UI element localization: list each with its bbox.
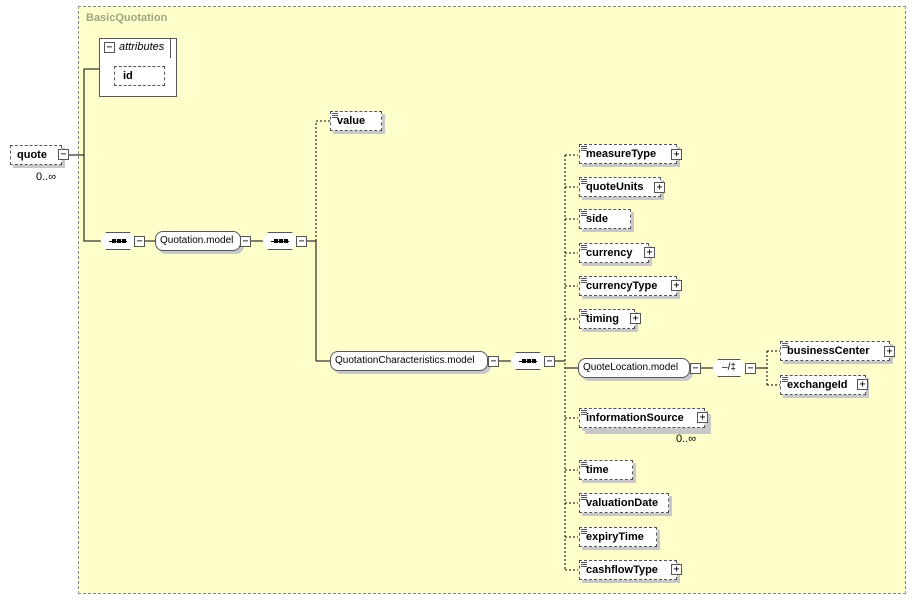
- content-lines-icon: [581, 410, 587, 415]
- content-lines-icon: [332, 113, 338, 118]
- sequence-dot: [532, 359, 536, 363]
- element-expiry-time[interactable]: expiryTime: [579, 527, 657, 547]
- sequence-dot: [522, 359, 526, 363]
- content-lines-icon: [581, 462, 587, 467]
- element-valuation-date[interactable]: valuationDate: [579, 493, 669, 513]
- collapse-icon[interactable]: −: [296, 236, 307, 247]
- element-information-source[interactable]: informationSource: [579, 408, 705, 428]
- sequence-compositor[interactable]: [100, 232, 136, 250]
- attribute-id[interactable]: id: [114, 66, 165, 86]
- element-cashflow-type[interactable]: cashflowType: [579, 560, 677, 580]
- collapse-icon[interactable]: −: [745, 363, 756, 374]
- element-label: value: [337, 115, 366, 127]
- expand-icon[interactable]: +: [671, 149, 682, 160]
- content-lines-icon: [581, 562, 587, 567]
- sequence-dot: [122, 239, 126, 243]
- element-label: businessCenter: [787, 345, 870, 357]
- element-label: quote: [17, 149, 47, 161]
- element-value[interactable]: value: [330, 111, 382, 131]
- collapse-icon[interactable]: −: [544, 356, 555, 367]
- expand-icon[interactable]: +: [884, 346, 895, 357]
- collapse-icon[interactable]: −: [488, 356, 499, 367]
- element-label: currencyType: [586, 280, 658, 292]
- element-label: quoteUnits: [586, 181, 644, 193]
- basic-quotation-group: [78, 6, 906, 594]
- element-time[interactable]: time: [579, 460, 633, 480]
- element-exchange-id[interactable]: exchangeId: [780, 375, 866, 395]
- occurrence-label: 0..∞: [676, 433, 697, 445]
- attributes-label: attributes: [119, 41, 165, 53]
- element-label: expiryTime: [586, 531, 644, 543]
- expand-icon[interactable]: +: [671, 280, 682, 291]
- element-label: timing: [586, 313, 619, 325]
- expand-icon[interactable]: +: [630, 313, 641, 324]
- sequence-compositor[interactable]: [262, 232, 298, 250]
- element-label: currency: [586, 247, 633, 259]
- content-lines-icon: [581, 146, 587, 151]
- collapse-icon[interactable]: −: [690, 363, 701, 374]
- element-quote-units[interactable]: quoteUnits: [579, 177, 661, 197]
- group-title: BasicQuotation: [86, 12, 168, 24]
- element-quote[interactable]: quote: [10, 145, 62, 165]
- expand-icon[interactable]: +: [697, 412, 708, 423]
- element-measure-type[interactable]: measureType: [579, 144, 677, 164]
- element-business-center[interactable]: businessCenter: [780, 341, 890, 361]
- element-label: side: [586, 213, 609, 225]
- sequence-dot: [117, 239, 121, 243]
- element-label: valuationDate: [586, 497, 659, 509]
- element-side[interactable]: side: [579, 209, 631, 229]
- collapse-icon[interactable]: −: [240, 236, 251, 247]
- element-currency-type[interactable]: currencyType: [579, 276, 677, 296]
- quotation-model-group[interactable]: Quotation.model: [155, 231, 241, 251]
- expand-icon[interactable]: +: [644, 247, 655, 258]
- content-lines-icon: [581, 179, 587, 184]
- content-lines-icon: [782, 343, 788, 348]
- choice-compositor[interactable]: –/‡: [712, 359, 746, 377]
- element-timing[interactable]: timing: [579, 309, 635, 329]
- content-lines-icon: [581, 245, 587, 250]
- occurrence-label: 0..∞: [36, 171, 57, 183]
- attributes-header: [99, 38, 171, 58]
- content-lines-icon: [581, 495, 587, 500]
- expand-icon[interactable]: +: [857, 379, 868, 390]
- sequence-dot: [274, 239, 278, 243]
- content-lines-icon: [581, 211, 587, 216]
- collapse-icon[interactable]: −: [134, 236, 145, 247]
- content-lines-icon: [782, 377, 788, 382]
- sequence-dot: [284, 239, 288, 243]
- expand-icon[interactable]: +: [654, 182, 665, 193]
- element-label: cashflowType: [586, 564, 658, 576]
- element-currency[interactable]: currency: [579, 243, 649, 263]
- sequence-compositor[interactable]: [510, 352, 546, 370]
- collapse-icon[interactable]: −: [104, 42, 115, 53]
- choice-icon: –/‡: [722, 362, 736, 373]
- element-label: time: [586, 464, 609, 476]
- content-lines-icon: [581, 311, 587, 316]
- element-label: exchangeId: [787, 379, 848, 391]
- element-label: measureType: [586, 148, 657, 160]
- sequence-dot: [279, 239, 283, 243]
- expand-icon[interactable]: +: [671, 564, 682, 575]
- sequence-dot: [527, 359, 531, 363]
- quote-location-model-group[interactable]: QuoteLocation.model: [578, 358, 690, 378]
- content-lines-icon: [581, 278, 587, 283]
- sequence-dot: [112, 239, 116, 243]
- collapse-icon[interactable]: −: [58, 149, 69, 160]
- content-lines-icon: [581, 529, 587, 534]
- element-label: informationSource: [586, 412, 684, 424]
- quotation-characteristics-model-group[interactable]: QuotationCharacteristics.model: [330, 351, 488, 371]
